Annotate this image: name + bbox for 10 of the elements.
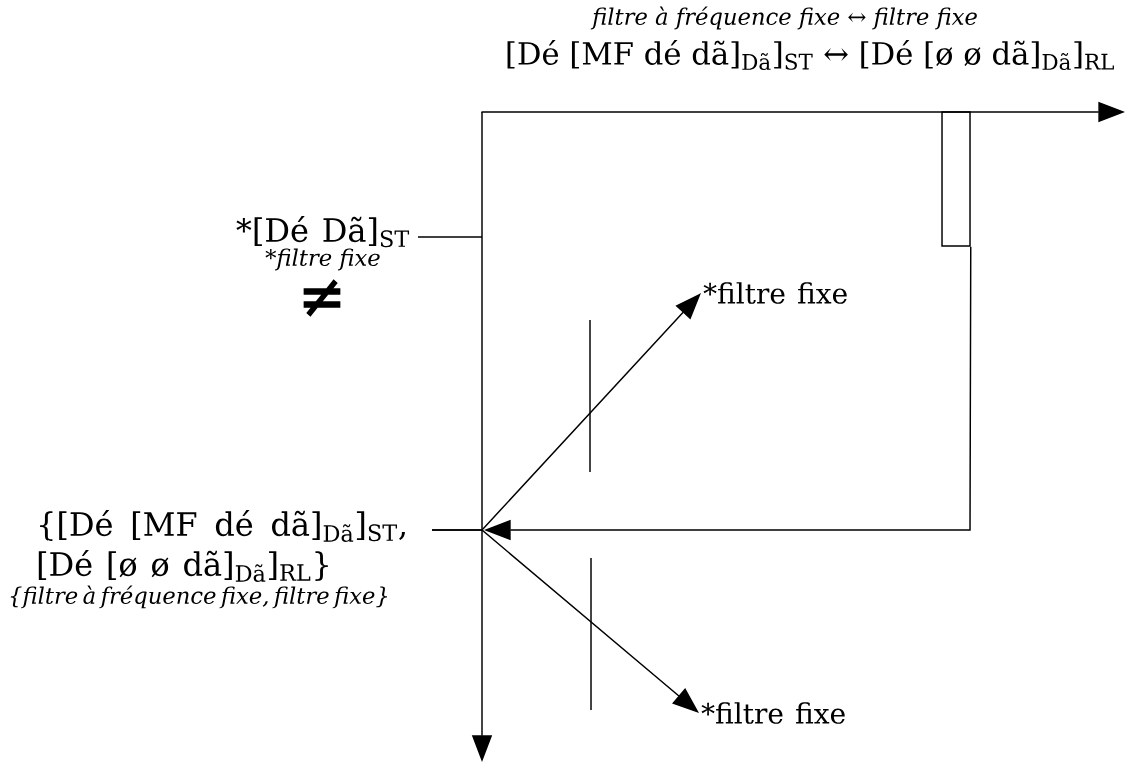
formula-text: [Dé [MF dé dã]$_{Dã}$]$_{ST}$ ↔ [Dé [ø ø dã]$_{Dã}$]$_{RL}$ <box>507 39 1114 71</box>
not-equal-sign: ≠ <box>303 279 341 317</box>
text-label: *filtre fixe <box>703 282 847 304</box>
arrow <box>431 529 699 713</box>
gloss-text: filtre à fréquence fixe ↔ filtre fixe <box>590 6 977 30</box>
text-label: {[Dé [MF dé dã]$_{Dã}$]$_{ST}$, [Dé [ø ø dã]$_{Dã}$]$_{RL}$} {filtre à fréquence fixe, filtre fixe} <box>10 510 405 609</box>
text-label: *[Dé Dã]$_{ST}$ *filtre fixe <box>236 216 410 271</box>
text-label: *filtre fixe <box>701 702 845 724</box>
leader-line <box>417 236 483 238</box>
bar-shape <box>941 111 971 247</box>
